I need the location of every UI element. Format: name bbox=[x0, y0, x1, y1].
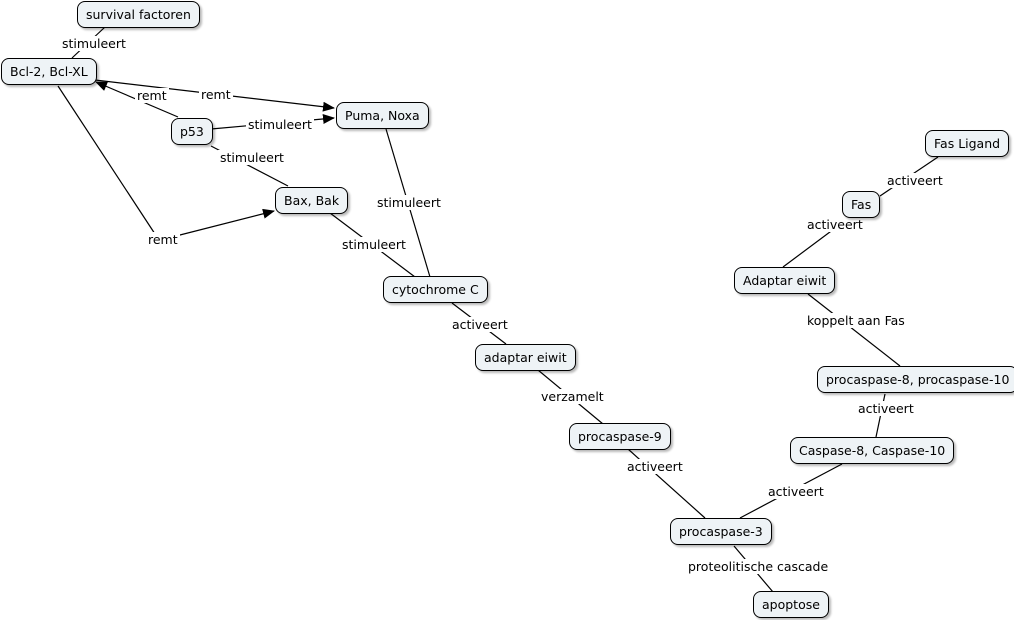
label-bcl2-bax-remt: remt bbox=[146, 232, 180, 247]
node-apoptose[interactable]: apoptose bbox=[753, 591, 829, 618]
node-fas-ligand[interactable]: Fas Ligand bbox=[925, 130, 1010, 157]
node-bcl2-bclxl[interactable]: Bcl-2, Bcl-XL bbox=[1, 58, 97, 85]
node-bax-bak[interactable]: Bax, Bak bbox=[275, 187, 349, 214]
label-koppelt-aan-fas: koppelt aan Fas bbox=[805, 313, 907, 328]
node-procaspase-8-10[interactable]: procaspase-8, procaspase-10 bbox=[817, 366, 1014, 393]
label-proteolitische-cascade: proteolitische cascade bbox=[686, 559, 831, 574]
label-cytochrome-adaptar-activeert: activeert bbox=[450, 317, 510, 332]
node-adaptar-eiwit-lower[interactable]: adaptar eiwit bbox=[475, 344, 576, 371]
node-caspase-8-10[interactable]: Caspase-8, Caspase-10 bbox=[790, 437, 955, 464]
node-fas[interactable]: Fas bbox=[842, 191, 881, 218]
edge-bcl2-bax bbox=[57, 85, 156, 235]
label-fas-activeert: activeert bbox=[805, 217, 865, 232]
label-bax-cytochrome-stimuleert: stimuleert bbox=[340, 237, 408, 252]
node-cytochrome-c[interactable]: cytochrome C bbox=[383, 276, 488, 303]
label-bcl2-puma-remt: remt bbox=[199, 87, 233, 102]
node-survival-factoren[interactable]: survival factoren bbox=[77, 1, 200, 28]
label-verzamelt: verzamelt bbox=[539, 389, 606, 404]
node-p53[interactable]: p53 bbox=[171, 118, 213, 145]
edge-remt-bax bbox=[175, 208, 275, 237]
node-procaspase-9[interactable]: procaspase-9 bbox=[569, 423, 671, 450]
node-adaptar-eiwit-upper[interactable]: Adaptar eiwit bbox=[734, 267, 836, 294]
label-survival-stimuleert: stimuleert bbox=[60, 36, 128, 51]
label-puma-cytochrome-stimuleert: stimuleert bbox=[375, 195, 443, 210]
label-p53-bax-stimuleert: stimuleert bbox=[218, 150, 286, 165]
label-procaspase9-activeert: activeert bbox=[625, 459, 685, 474]
node-puma-noxa[interactable]: Puma, Noxa bbox=[336, 102, 429, 129]
label-p53-bcl2-remt: remt bbox=[135, 88, 169, 103]
label-caspase8-activeert: activeert bbox=[766, 484, 826, 499]
node-procaspase-3[interactable]: procaspase-3 bbox=[670, 518, 772, 545]
label-p53-puma-stimuleert: stimuleert bbox=[246, 117, 314, 132]
edge-adaptar-procaspase8 bbox=[807, 293, 901, 367]
label-procaspase8-activeert: activeert bbox=[856, 401, 916, 416]
label-fasligand-activeert: activeert bbox=[885, 173, 945, 188]
